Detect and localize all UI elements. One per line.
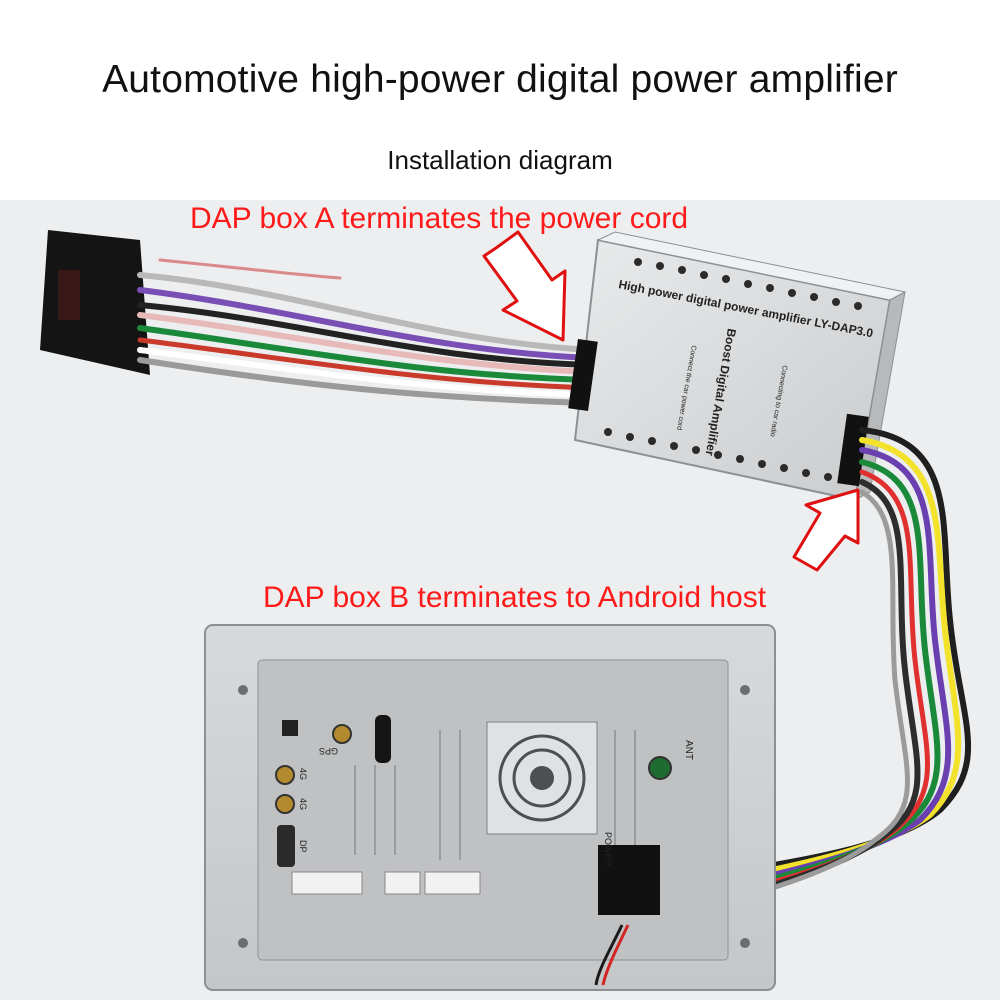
arrow-to-box-b <box>792 488 860 572</box>
android-head-unit: ANT GPS 4G 4G DP POWER <box>204 624 776 991</box>
antenna-port <box>648 756 672 780</box>
gps-antenna-stub <box>375 715 391 763</box>
power-connector-plug <box>40 230 150 375</box>
gps-label: GPS <box>319 746 338 756</box>
ant-label: ANT <box>683 740 694 760</box>
power-socket <box>598 845 660 915</box>
input-wire-harness <box>137 258 593 406</box>
4g-port-2 <box>275 794 295 814</box>
page-subtitle: Installation diagram <box>387 145 613 175</box>
callout-box-b: DAP box B terminates to Android host <box>263 581 767 614</box>
arrow-to-box-a <box>482 230 567 342</box>
dp-port <box>277 825 295 867</box>
power-label: POWER <box>603 832 613 867</box>
cam2-label: 4G <box>298 798 308 810</box>
dp-label: DP <box>298 840 308 853</box>
installation-illustration: High power digital power amplifier LY-DA… <box>40 230 971 991</box>
optical-port <box>282 720 298 736</box>
installation-photo: High power digital power amplifier LY-DA… <box>0 200 1000 1000</box>
amplifier-box: High power digital power amplifier LY-DA… <box>568 231 907 502</box>
4g-port-1 <box>275 765 295 785</box>
cooling-fan <box>486 721 598 835</box>
gps-port <box>332 724 352 744</box>
callout-box-a: DAP box A terminates the power cord <box>190 202 689 235</box>
page-title: Automotive high-power digital power ampl… <box>102 58 898 101</box>
cam1-label: 4G <box>298 768 308 780</box>
